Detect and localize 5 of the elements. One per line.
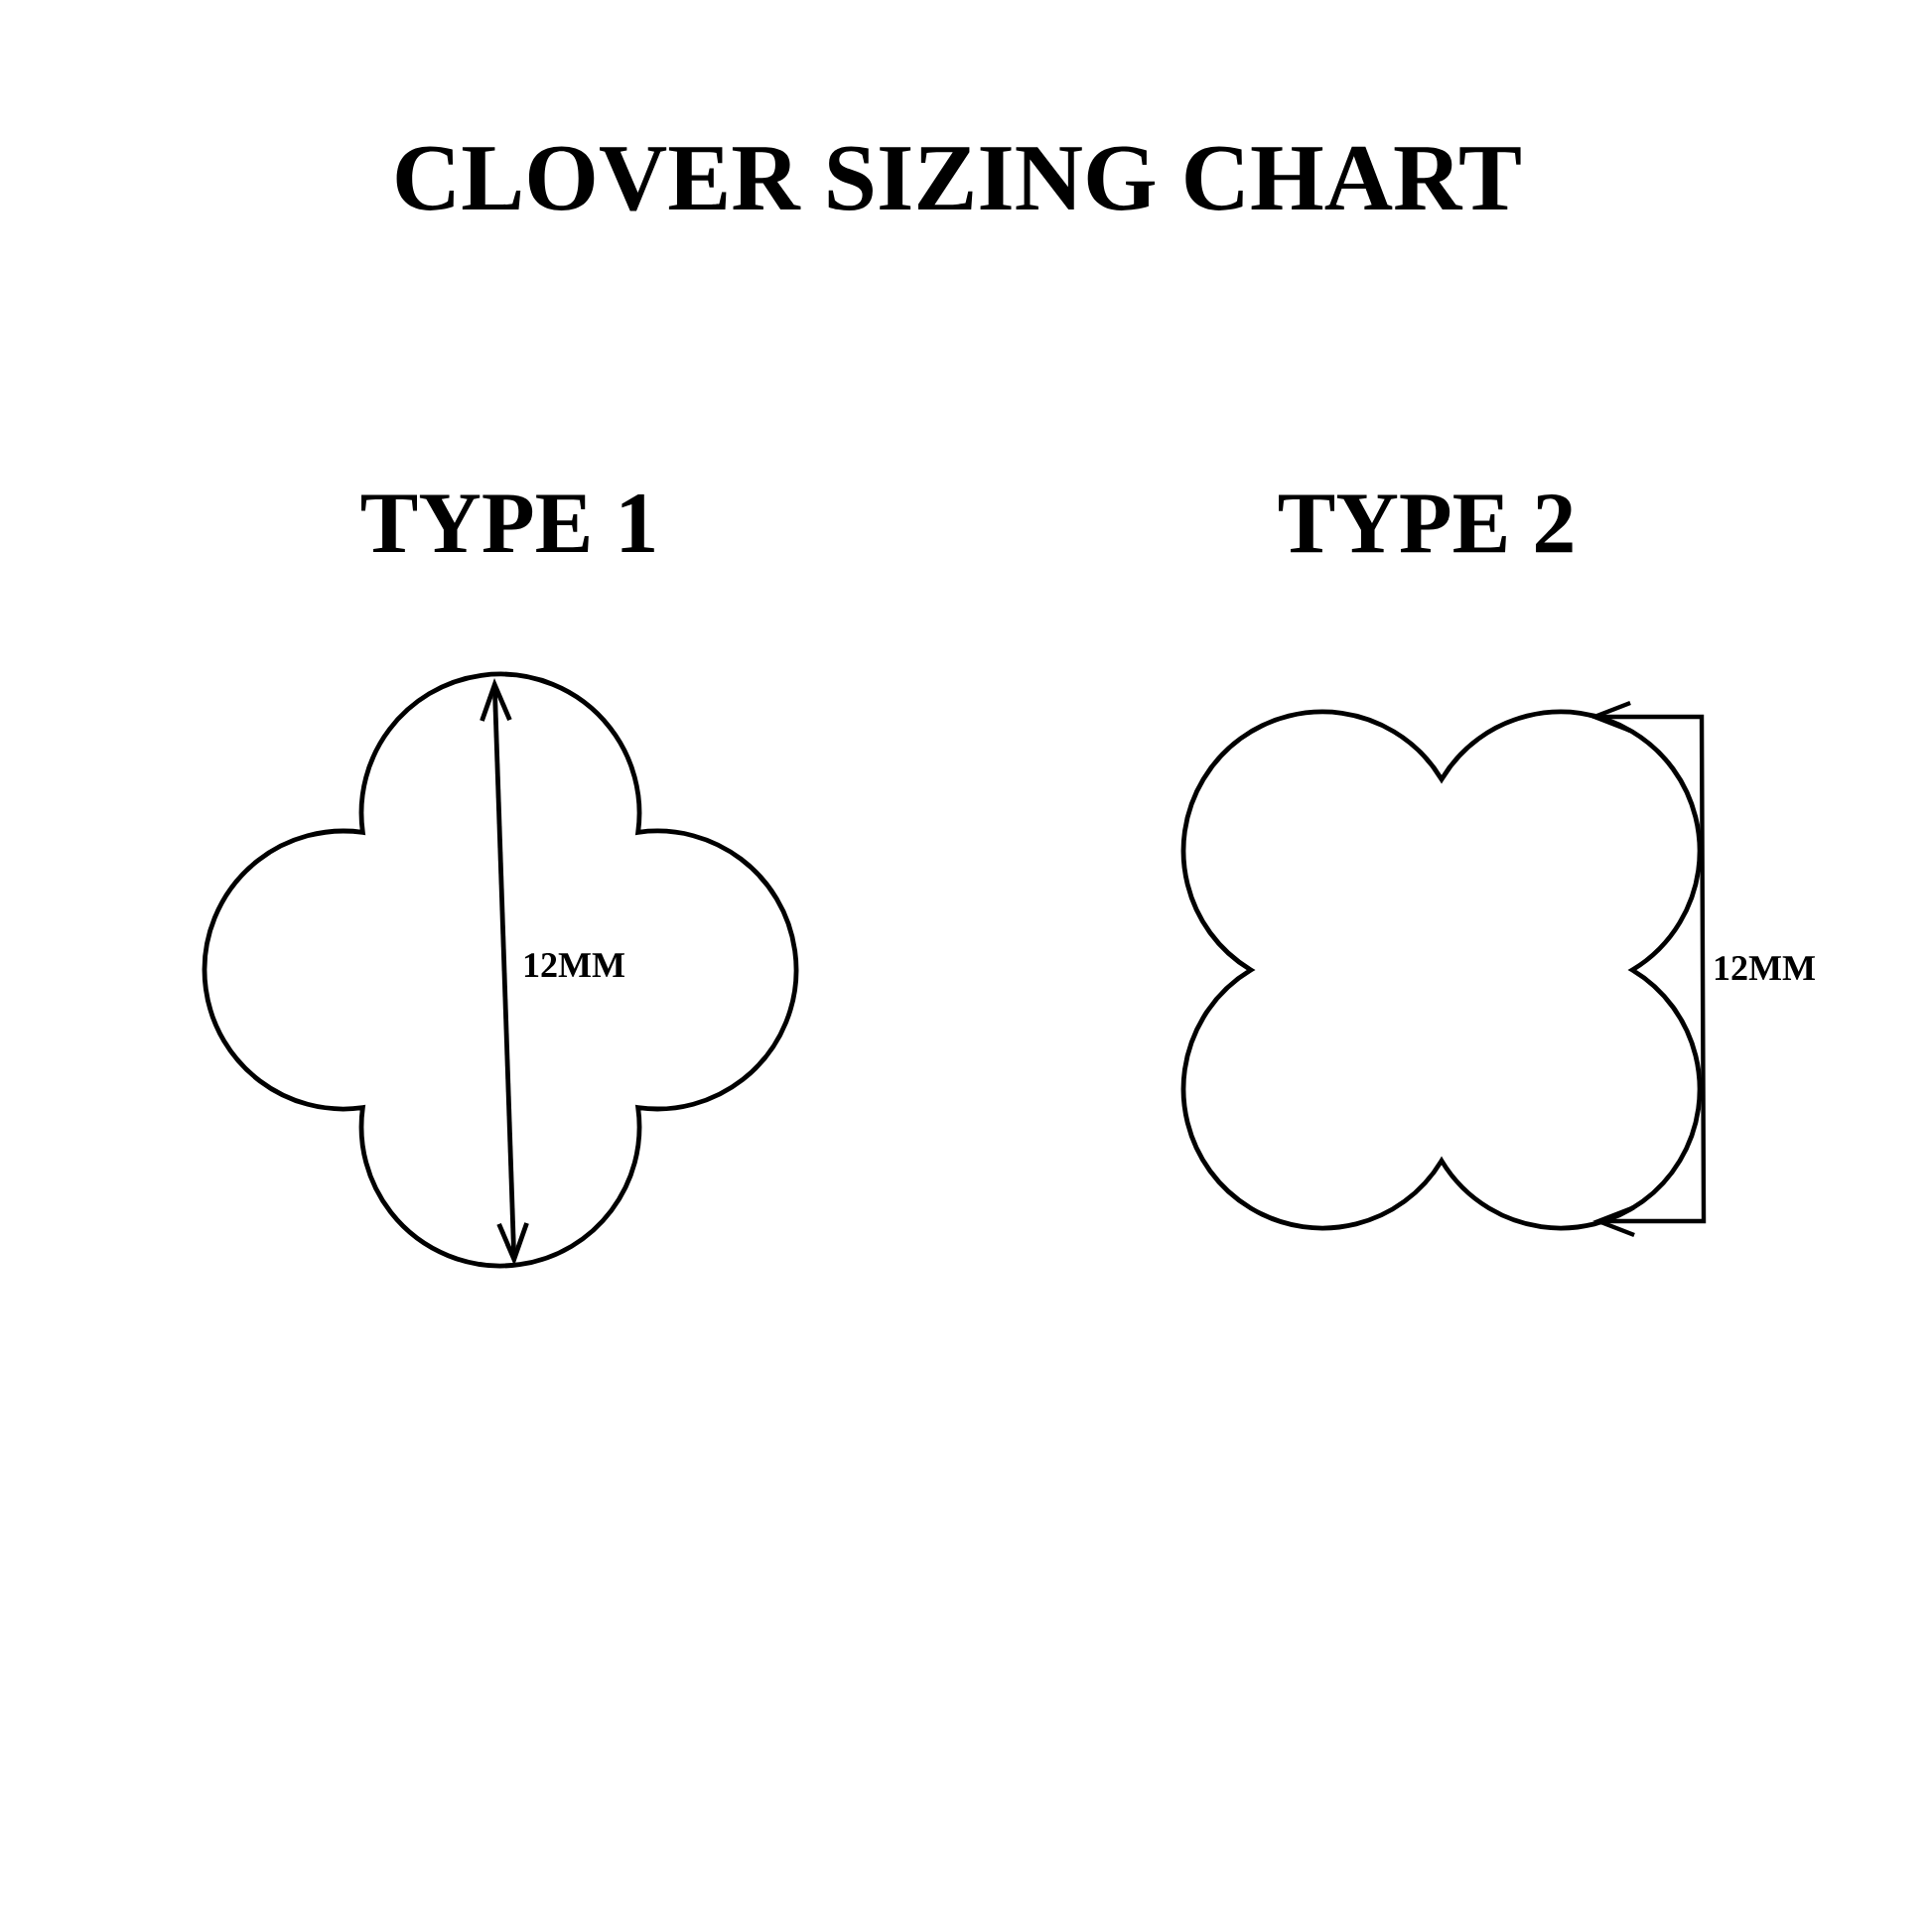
title: CLOVER SIZING CHART: [396, 146, 1521, 211]
dimension-label: 12MM: [1715, 956, 1815, 980]
type-label: TYPE 1: [361, 493, 654, 553]
type-label: TYPE 2: [1279, 493, 1573, 553]
dimension-label: 12MM: [524, 953, 624, 977]
